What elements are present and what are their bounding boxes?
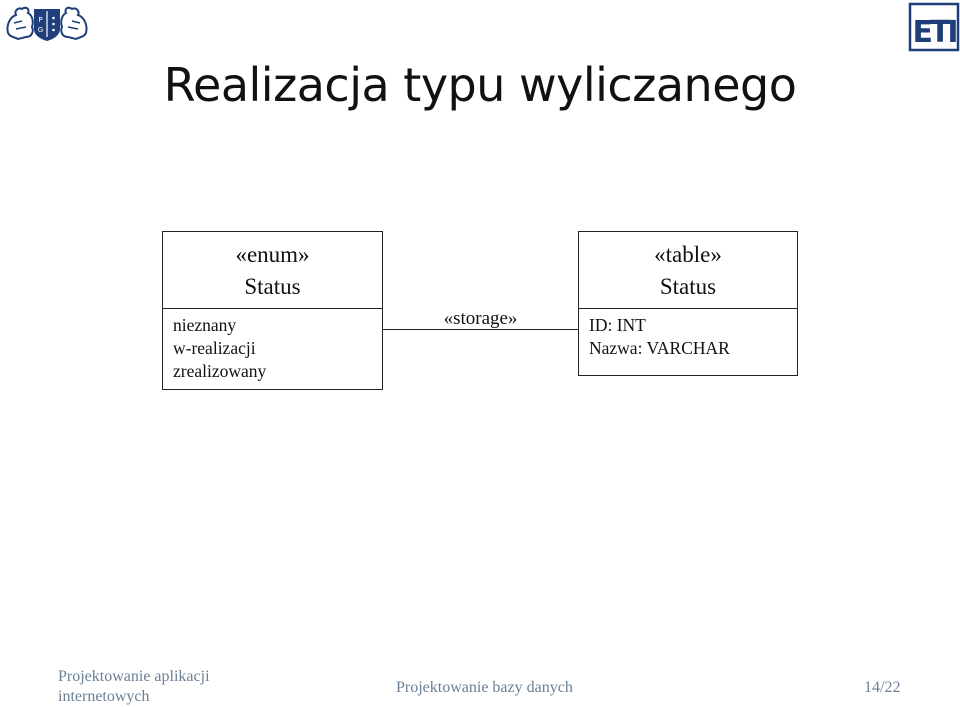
storage-connector-label: «storage» (443, 308, 518, 329)
enum-value: nieznany (173, 315, 237, 335)
crest-letter-p: P (38, 16, 42, 24)
enum-class-header: «enum» Status (163, 232, 382, 309)
enum-value: w-realizacji (173, 338, 256, 358)
footer-course-line1: Projektowanie aplikacji (58, 668, 210, 685)
footer-topic: Projektowanie bazy danych (396, 679, 573, 696)
enum-name: Status (244, 274, 301, 299)
enum-class-box: «enum» Status nieznany w-realizacji zrea… (162, 231, 383, 390)
university-crest-icon: P G (6, 6, 88, 41)
eti-logo-icon: ETI (908, 2, 959, 52)
table-column: ID: INT (589, 315, 646, 335)
table-columns-list: ID: INT Nazwa: VARCHAR (589, 314, 793, 360)
table-stereotype: «table» (654, 242, 722, 267)
storage-connector-line (383, 329, 578, 330)
footer-page-number: 14/22 (864, 679, 901, 696)
table-column: Nazwa: VARCHAR (589, 338, 730, 358)
table-class-header: «table» Status (579, 232, 797, 309)
enum-value: zrealizowany (173, 361, 267, 381)
footer-course-line2: internetowych (58, 688, 150, 705)
slide-title: Realizacja typu wyliczanego (163, 58, 797, 112)
crest-letter-g: G (38, 26, 43, 34)
enum-stereotype: «enum» (235, 242, 310, 267)
enum-values-list: nieznany w-realizacji zrealizowany (173, 314, 378, 383)
eti-logo-text: ETI (912, 15, 956, 50)
table-class-box: «table» Status ID: INT Nazwa: VARCHAR (578, 231, 798, 376)
footer-course-name: Projektowanie aplikacji internetowych (58, 667, 210, 707)
table-name: Status (659, 274, 717, 299)
